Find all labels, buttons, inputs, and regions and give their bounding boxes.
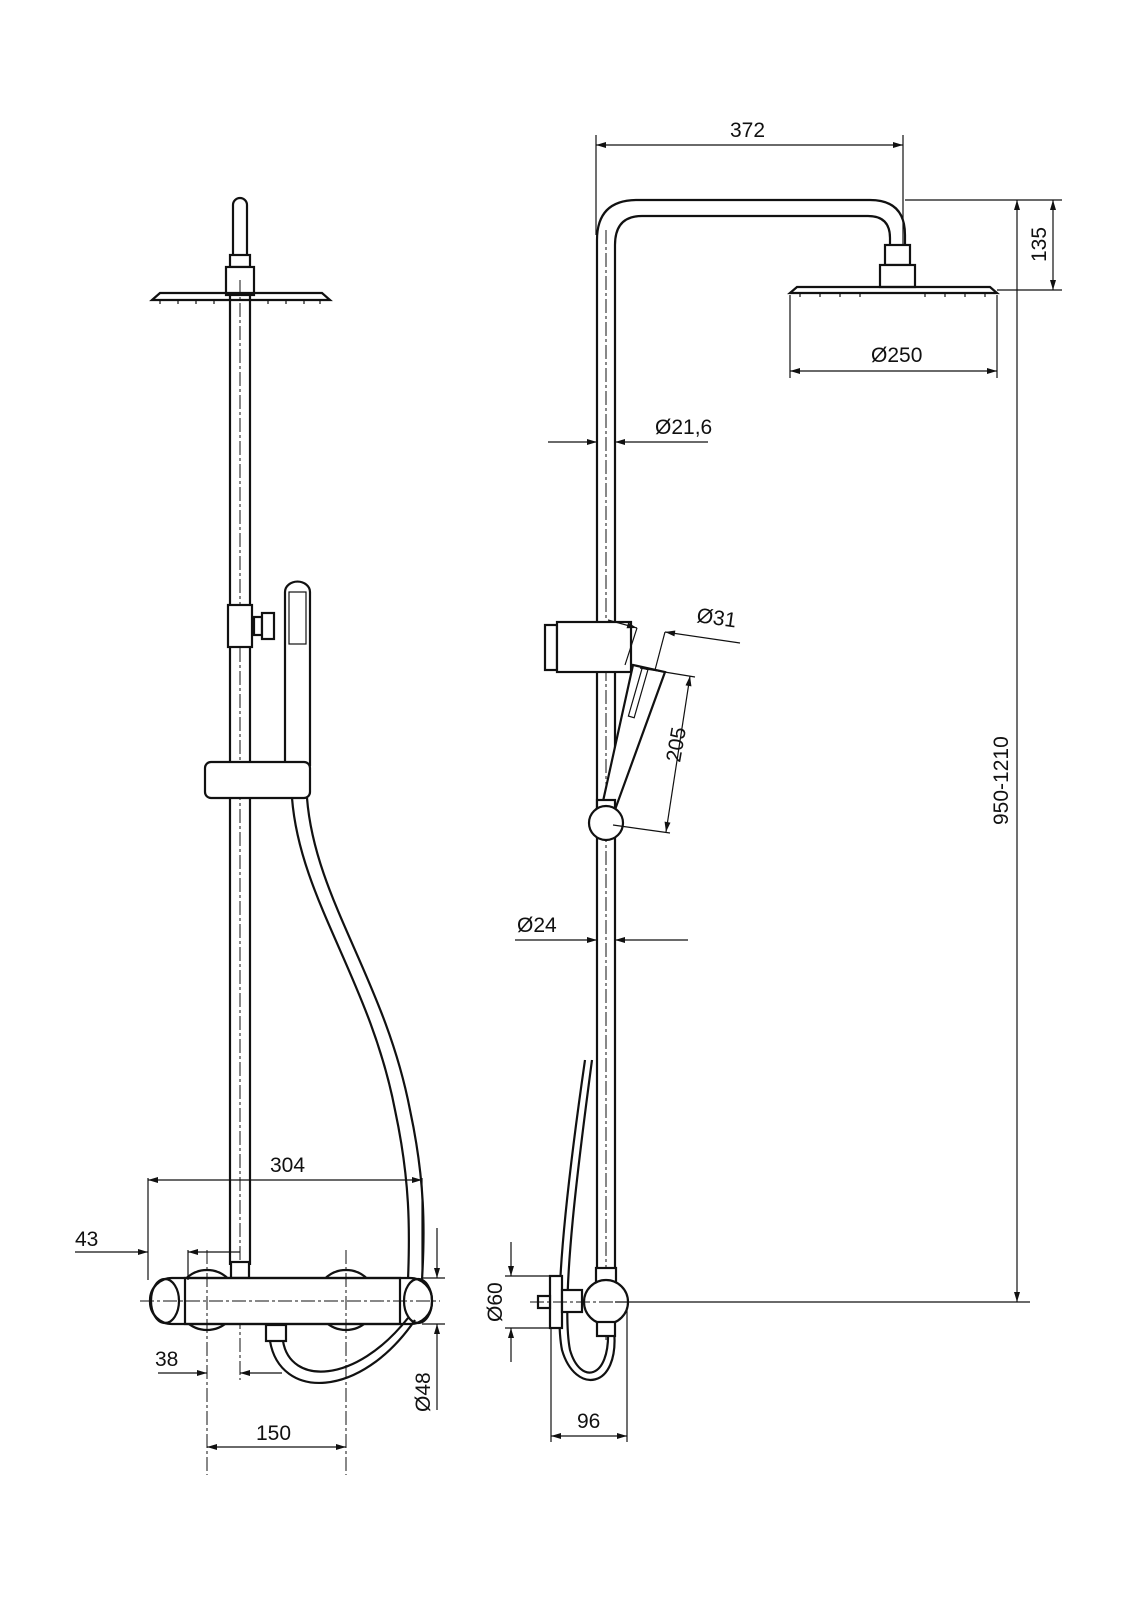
dimension-304: 304 — [147, 1154, 423, 1280]
dimension-d31: Ø31 — [607, 604, 741, 671]
dimension-label: 205 — [662, 725, 691, 764]
holder-knob — [543, 623, 559, 672]
shower-arm-top — [231, 196, 249, 265]
dimension-43: 43 — [75, 1228, 240, 1280]
dimension-label: 135 — [1028, 227, 1051, 262]
riser-nut — [229, 1260, 251, 1280]
slider-bracket — [587, 804, 625, 842]
dimension-135: 135 — [905, 199, 1062, 291]
dimension-label: Ø48 — [412, 1372, 435, 1412]
rain-shower-head — [149, 291, 333, 302]
dimension-950-1210: 950-1210 — [615, 200, 1030, 1303]
dimension-label: 43 — [75, 1228, 98, 1251]
dimension-label: 304 — [270, 1154, 305, 1177]
dimension-d250: Ø250 — [789, 295, 998, 378]
dimension-150: 150 — [207, 1422, 346, 1450]
hose-outlet-nut — [264, 1323, 288, 1343]
dimension-372: 372 — [595, 119, 904, 245]
arm-connector — [228, 253, 252, 269]
dimension-96: 96 — [550, 1310, 628, 1442]
holder-knob — [260, 611, 276, 641]
hose — [290, 797, 411, 1281]
dimension-label: Ø250 — [871, 344, 922, 367]
rain-shower-head — [787, 285, 1000, 295]
dimension-d48: Ø48 — [412, 1228, 445, 1412]
dimension-d60: Ø60 — [484, 1242, 550, 1362]
slider-bracket — [203, 760, 312, 800]
dimension-label: 372 — [730, 119, 765, 142]
dimension-label: Ø60 — [484, 1282, 507, 1322]
hand-shower — [283, 580, 312, 767]
dimension-38: 38 — [155, 1348, 282, 1376]
dimension-label: 150 — [256, 1422, 291, 1445]
dimension-label: 96 — [577, 1410, 600, 1433]
dimension-label: Ø31 — [695, 604, 738, 632]
dimension-label: Ø24 — [517, 914, 557, 937]
dimension-label: Ø21,6 — [655, 416, 712, 439]
side-view: 372 135 Ø250 Ø21,6 Ø31 — [484, 119, 1062, 1442]
dimension-label: 38 — [155, 1348, 178, 1371]
hand-shower-holder — [555, 620, 633, 674]
dimension-d24: Ø24 — [515, 914, 688, 943]
head-connector — [883, 243, 912, 267]
hand-shower — [598, 663, 667, 820]
hand-shower-holder — [226, 603, 254, 649]
dimension-label: 950-1210 — [990, 736, 1013, 825]
hose — [566, 1059, 610, 1374]
dimension-d21-6: Ø21,6 — [548, 416, 712, 445]
front-view: 304 43 38 150 Ø48 — [75, 196, 445, 1475]
